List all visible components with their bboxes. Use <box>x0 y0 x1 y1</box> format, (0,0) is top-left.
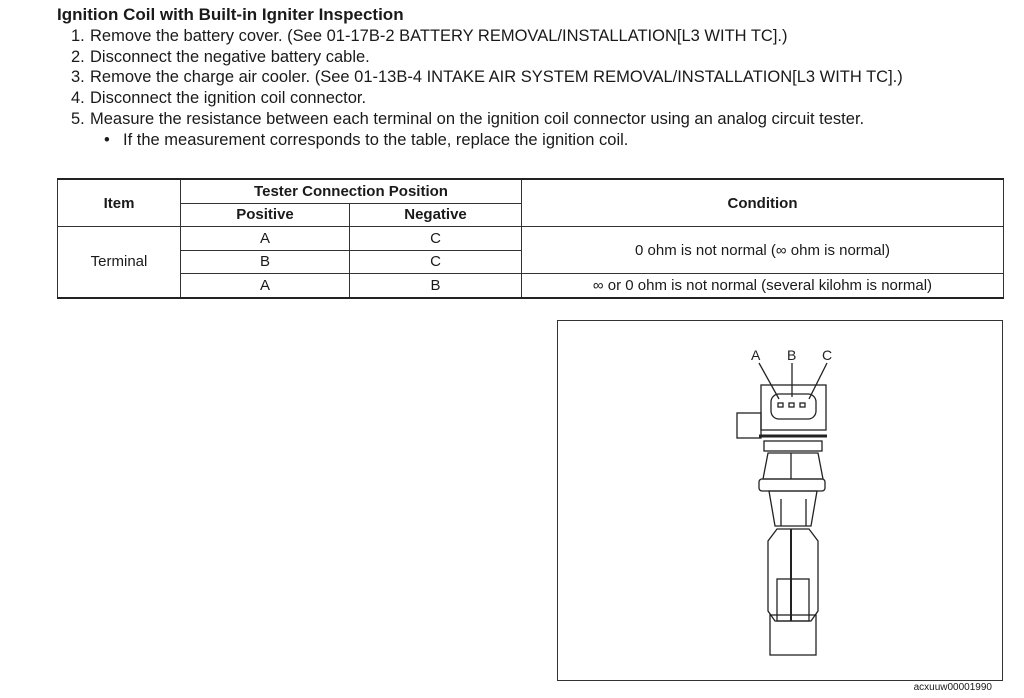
bullet-item: •If the measurement corresponds to the t… <box>104 130 629 149</box>
ignition-coil-figure: A B C <box>557 320 1003 681</box>
header-positive: Positive <box>180 202 350 227</box>
terminal-label-a: A <box>751 347 761 363</box>
step-item: 4.Disconnect the ignition coil connector… <box>71 89 367 108</box>
header-negative: Negative <box>349 202 522 227</box>
header-tester: Tester Connection Position <box>180 178 522 204</box>
step-item: 1.Remove the battery cover. (See 01-17B-… <box>71 27 788 45</box>
step-item: 3.Remove the charge air cooler. (See 01-… <box>71 68 903 87</box>
condition-cell: ∞ or 0 ohm is not normal (several kilohm… <box>521 273 1004 298</box>
item-cell: Terminal <box>57 226 181 298</box>
header-item: Item <box>57 178 181 227</box>
section-title: Ignition Coil with Built-in Igniter Insp… <box>57 5 404 24</box>
step-list: 1.Remove the battery cover. (See 01-17B-… <box>0 26 980 150</box>
bullet-icon: • <box>104 130 110 149</box>
terminal-label-c: C <box>822 347 832 363</box>
inspection-table: Item Tester Connection Position Conditio… <box>57 178 1004 299</box>
table-row: Terminal A C 0 ohm is not normal (∞ ohm … <box>57 226 1004 298</box>
step-item: 5.Measure the resistance between each te… <box>71 109 865 128</box>
ignition-coil-illustration: A B C <box>736 347 832 656</box>
step-item: 2.Disconnect the negative battery cable. <box>71 47 370 66</box>
figure-caption: acxuuw00001990 <box>913 682 992 693</box>
condition-cell: 0 ohm is not normal (∞ ohm is normal) <box>521 226 1004 274</box>
table-row: A B ∞ or 0 ohm is not normal (several ki… <box>58 273 1004 298</box>
header-condition: Condition <box>521 178 1004 227</box>
terminal-label-b: B <box>787 347 796 363</box>
